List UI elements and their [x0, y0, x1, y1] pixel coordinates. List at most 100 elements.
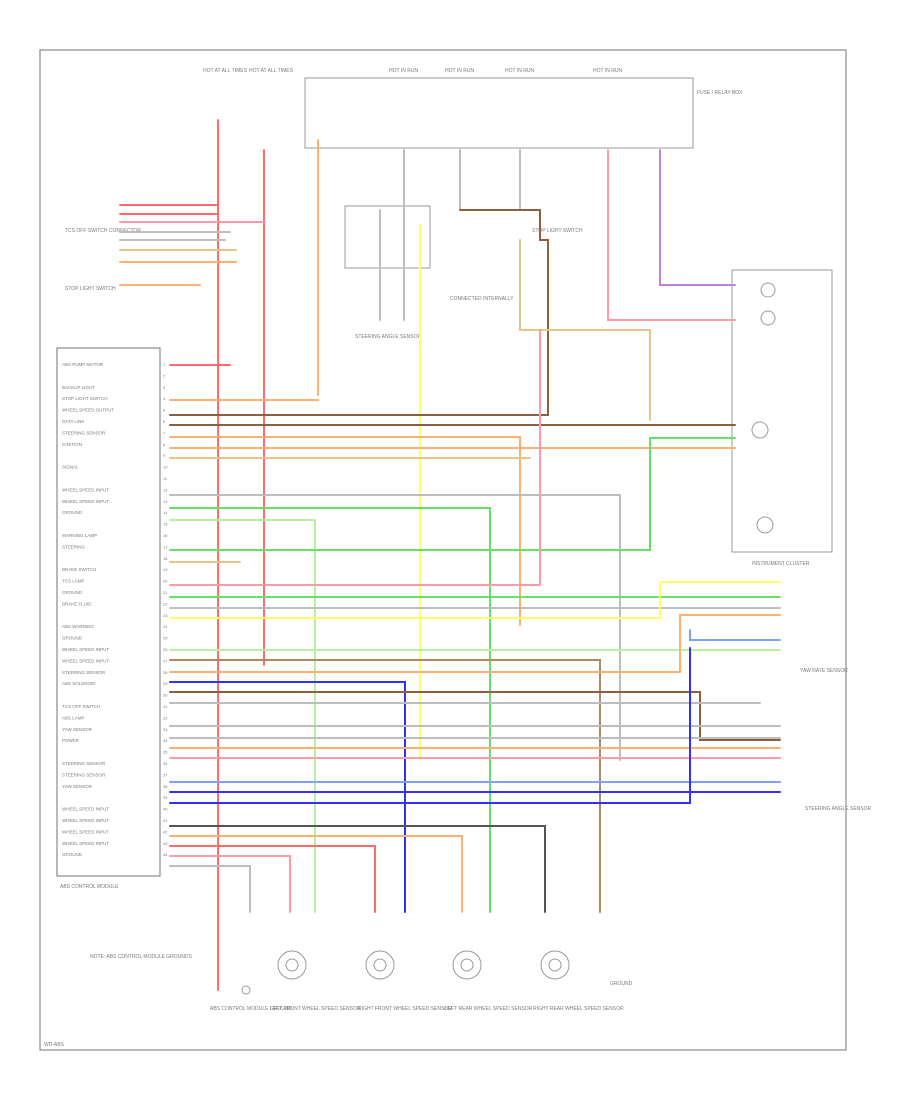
module-pin-label: GROUND	[62, 852, 83, 857]
module-pin-number: 25	[163, 636, 168, 641]
wheel-sensor-label: LEFT FRONT WHEEL SPEED SENSOR	[270, 1006, 361, 1012]
wire-ws-in-2	[169, 519, 316, 913]
module-pin-number: 15	[163, 522, 168, 527]
cluster-label: INSTRUMENT CLUSTER	[752, 561, 810, 567]
brake-lamp-icon	[751, 421, 769, 439]
module-pin-label: GROUND	[62, 510, 83, 515]
module-pin-label: ABS LAMP	[62, 715, 85, 720]
module-pin-number: 11	[163, 476, 168, 481]
wheel-speed-sensor-core	[460, 958, 474, 972]
left-connector-label-1: TCS OFF SWITCH CONNECTOR	[65, 228, 141, 234]
tcs-lamp-icon	[760, 310, 776, 326]
module-pin-number: 20	[163, 579, 168, 584]
bottom-left-label: ABS CONTROL MODULE GROUND	[210, 1006, 292, 1012]
module-pin-number: 35	[163, 750, 168, 755]
wire-ws-in-3	[169, 614, 781, 673]
fuse-label: HOT AT ALL TIMES	[249, 68, 294, 74]
wire-signal	[169, 494, 621, 761]
fuse-label: HOT IN RUN	[445, 68, 474, 74]
steering-angle-label: STEERING ANGLE SENSOR	[805, 806, 872, 812]
wheel-sensor-label: LEFT REAR WHEEL SPEED SENSOR	[445, 1006, 533, 1012]
module-pin-label: STEERING SENSOR	[62, 670, 106, 675]
wire-tan-upper	[519, 239, 651, 421]
wire-group	[119, 119, 781, 991]
module-pin-number: 34	[163, 738, 168, 743]
module-footer: ABS CONTROL MODULE	[60, 884, 119, 890]
module-pin-label: STEERING	[62, 544, 86, 549]
wire-yaw-sensor-2	[169, 647, 691, 804]
module-pin-label: WHEEL SPEED INPUT	[62, 841, 109, 846]
module-pin-label: WARNING LAMP	[62, 533, 97, 538]
ground-label: GROUND	[610, 981, 633, 987]
module-pin-label: SIGNAL	[62, 465, 79, 470]
module-pin-label: WHEEL SPEED INPUT	[62, 499, 109, 504]
module-pin-label: BACKUP LIGHT	[62, 385, 95, 390]
wheel-sensor-label: RIGHT FRONT WHEEL SPEED SENSOR	[358, 1006, 452, 1012]
module-pin-label: BRAKE FLUID	[62, 601, 92, 606]
module-pin-number: 1	[163, 362, 166, 367]
wire-stop-signal	[169, 209, 549, 416]
module-pin-label: WHEEL SPEED OUTPUT	[62, 408, 114, 413]
module-pin-number: 9	[163, 453, 166, 458]
module-pin-number: 28	[163, 670, 168, 675]
module-pin-number: 26	[163, 647, 168, 652]
fuse-box-label: FUSE / RELAY BOX	[697, 90, 743, 96]
left-connector-label-2: STOP LIGHT SWITCH	[65, 286, 116, 292]
module-pin-number: 13	[163, 499, 168, 504]
module-pin-number: 40	[163, 807, 168, 812]
wheel-speed-sensor-core	[373, 958, 387, 972]
fuse-label: HOT IN RUN	[593, 68, 622, 74]
junction-note: CONNECTED INTERNALLY	[450, 296, 514, 302]
wire-ws-in-8	[169, 855, 291, 913]
module-pin-number: 22	[163, 601, 168, 606]
module-pin-label: WHEEL SPEED INPUT	[62, 807, 109, 812]
fuse-box	[304, 77, 694, 149]
module-pin-number: 29	[163, 681, 168, 686]
module-pin-number: 32	[163, 715, 168, 720]
module-pin-number: 37	[163, 772, 168, 777]
module-pin-number: 7	[163, 430, 166, 435]
stop-light-switch-box	[344, 205, 431, 269]
instrument-cluster	[731, 269, 833, 553]
diagram-border	[39, 49, 847, 1051]
ground-icon	[241, 985, 251, 995]
wheel-speed-sensor-core	[548, 958, 562, 972]
warning-lamp-icon	[760, 282, 776, 298]
wheel-speed-sensor-icon	[540, 950, 570, 980]
module-pin-label: WHEEL SPEED INPUT	[62, 647, 109, 652]
wire-brake-sw	[169, 329, 541, 586]
module-pin-number: 12	[163, 487, 168, 492]
fuse-label: HOT IN RUN	[505, 68, 534, 74]
module-pin-number: 16	[163, 533, 168, 538]
wheel-speed-sensor-icon	[277, 950, 307, 980]
module-pin-number: 24	[163, 624, 168, 629]
module-pin-label: IGNITION	[62, 442, 82, 447]
wheel-sensor-label: RIGHT REAR WHEEL SPEED SENSOR	[533, 1006, 624, 1012]
module-pin-label: YAW SENSOR	[62, 784, 93, 789]
module-pin-number: 3	[163, 385, 166, 390]
footer-code: WD-ABS	[44, 1042, 65, 1048]
module-pin-number: 21	[163, 590, 168, 595]
wire-ws-in-1	[169, 507, 491, 913]
wire-steering-sensor-b	[169, 691, 781, 741]
module-pin-number: 27	[163, 658, 168, 663]
module-pin-number: 43	[163, 841, 168, 846]
wire-ws-in-6	[169, 835, 463, 913]
ground-note: NOTE: ABS CONTROL MODULE GROUNDS	[90, 954, 192, 960]
module-pin-number: 8	[163, 442, 166, 447]
module-pin-label: WHEEL SPEED INPUT	[62, 658, 109, 663]
module-pin-number: 17	[163, 544, 168, 549]
wire-violet-feed	[659, 149, 736, 286]
module-pin-number: 5	[163, 408, 166, 413]
wheel-speed-sensor-icon	[365, 950, 395, 980]
module-pin-label: STEERING SENSOR	[62, 430, 106, 435]
module-pin-number: 23	[163, 613, 168, 618]
module-pin-label: STEERING SENSOR	[62, 772, 106, 777]
module-pin-number: 39	[163, 795, 168, 800]
wire-pink-feed	[607, 149, 736, 321]
module-pin-label: WHEEL SPEED INPUT	[62, 818, 109, 823]
